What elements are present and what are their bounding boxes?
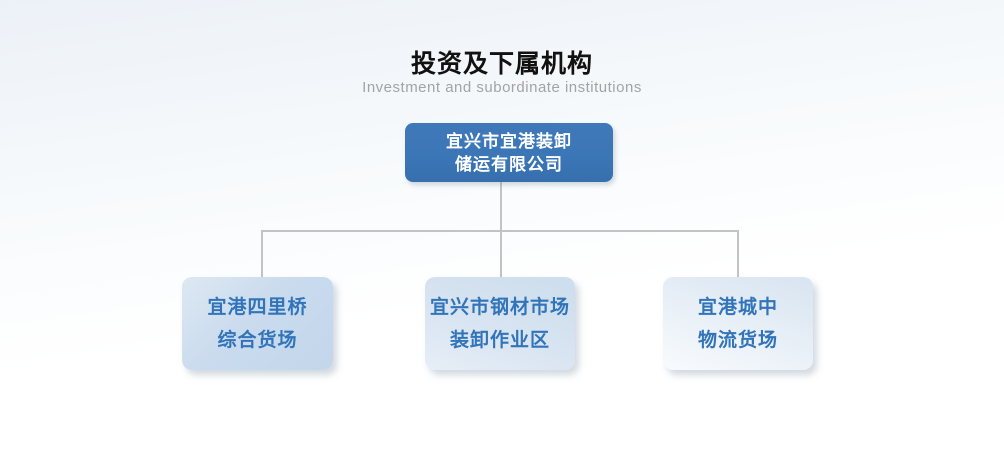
connector-root-drop [500, 182, 502, 232]
org-node-root: 宜兴市宜港装卸 储运有限公司 [405, 123, 613, 182]
org-node-child-3: 宜港城中 物流货场 [663, 277, 813, 370]
page-title: 投资及下属机构 [410, 50, 593, 78]
org-node-child-1-line1: 宜港四里桥 [207, 296, 308, 318]
org-node-child-3-line1: 宜港城中 [697, 296, 778, 318]
org-node-child-2: 宜兴市钢材市场 装卸作业区 [425, 277, 575, 370]
connector-drop-child-2 [500, 230, 502, 277]
page-subtitle: Investment and subordinate institutions [362, 79, 642, 96]
org-node-child-1: 宜港四里桥 综合货场 [182, 277, 333, 370]
org-node-child-2-line1: 宜兴市钢材市场 [429, 296, 570, 318]
org-node-root-line1: 宜兴市宜港装卸 [446, 131, 572, 151]
org-node-child-3-line2: 物流货场 [697, 329, 778, 351]
org-node-child-2-line2: 装卸作业区 [449, 329, 550, 351]
connector-drop-child-1 [261, 230, 263, 277]
connector-drop-child-3 [737, 230, 739, 277]
org-node-root-line2: 储运有限公司 [455, 154, 563, 174]
org-node-child-1-line2: 综合货场 [217, 329, 298, 351]
